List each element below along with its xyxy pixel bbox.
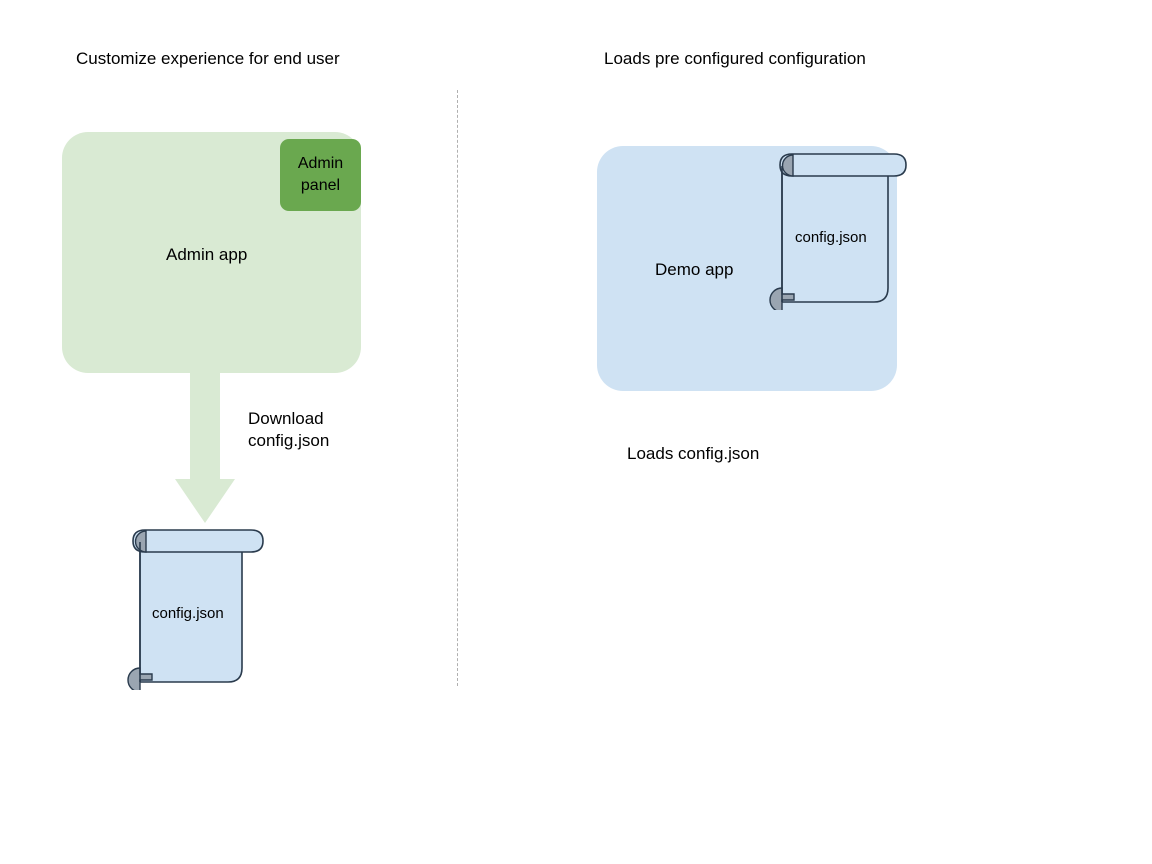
loads-config-caption: Loads config.json [627,444,760,463]
demo-app-label: Demo app [655,260,734,279]
admin-app-label: Admin app [166,245,248,264]
config-file-scroll-right [769,153,907,310]
download-arrow-icon [175,371,235,523]
left-section-title: Customize experience for end user [76,49,340,68]
section-divider [457,90,458,686]
config-file-left-label: config.json [152,605,224,622]
config-file-right-label: config.json [795,229,867,246]
config-file-scroll-left [127,529,264,690]
right-section-title: Loads pre configured configuration [604,49,866,68]
